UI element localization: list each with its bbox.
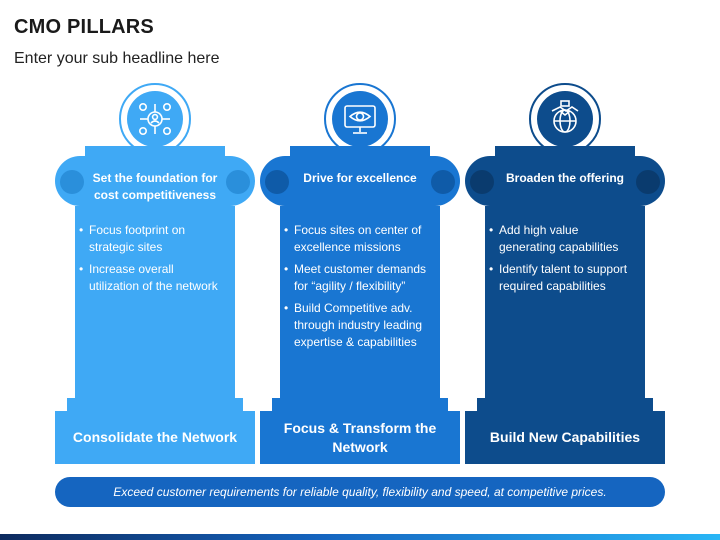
page-title: CMO PILLARS [14,16,154,38]
pillar-base-label: Focus & Transform the Network [260,411,460,464]
capital-volute-right [431,170,455,194]
pillar-plinth [477,398,653,411]
pillar-plinth [272,398,448,411]
pillar-bullet-list: Focus sites on center of excellence miss… [284,222,432,356]
pillar-heading: Drive for excellence [303,171,417,185]
capital-volute-left [470,170,494,194]
pillar-abacus [290,146,430,156]
page-subtitle: Enter your sub headline here [14,50,220,67]
pillar-focus-transform: Drive for excellence Focus sites on cent… [260,78,460,464]
capital-volute-right [226,170,250,194]
network-people-icon [127,91,183,147]
handshake-globe-icon [537,91,593,147]
list-item: Increase overall utilization of the netw… [79,261,227,295]
pillar-bullet-list: Focus footprint on strategic sites Incre… [79,222,227,300]
capital-volute-left [265,170,289,194]
pillar-capital [465,156,665,206]
pillar-base-label: Consolidate the Network [55,411,255,464]
pillar-plinth [67,398,243,411]
pillar-icon-ring [324,83,396,155]
pillar-abacus [495,146,635,156]
list-item: Add high value generating capabilities [489,222,637,256]
capital-volute-left [60,170,84,194]
list-item: Build Competitive adv. through industry … [284,300,432,351]
monitor-eye-icon [332,91,388,147]
pillar-heading: Set the foundation for cost competitiven… [92,171,218,202]
list-item: Identify talent to support required capa… [489,261,637,295]
list-item: Focus footprint on strategic sites [79,222,227,256]
pillar-consolidate: Set the foundation for cost competitiven… [55,78,255,464]
pillar-icon-ring [529,83,601,155]
pillar-icon-ring [119,83,191,155]
pillar-capital [260,156,460,206]
summary-banner: Exceed customer requirements for reliabl… [55,477,665,507]
list-item: Meet customer demands for “agility / fle… [284,261,432,295]
pillar-capital [55,156,255,206]
footer-accent-bar [0,534,720,540]
pillar-bullet-list: Add high value generating capabilities I… [489,222,637,300]
pillar-base-label: Build New Capabilities [465,411,665,464]
list-item: Focus sites on center of excellence miss… [284,222,432,256]
pillar-build-capabilities: Broaden the offering Add high value gene… [465,78,665,464]
capital-volute-right [636,170,660,194]
pillar-abacus [85,146,225,156]
pillar-heading: Broaden the offering [505,171,624,185]
